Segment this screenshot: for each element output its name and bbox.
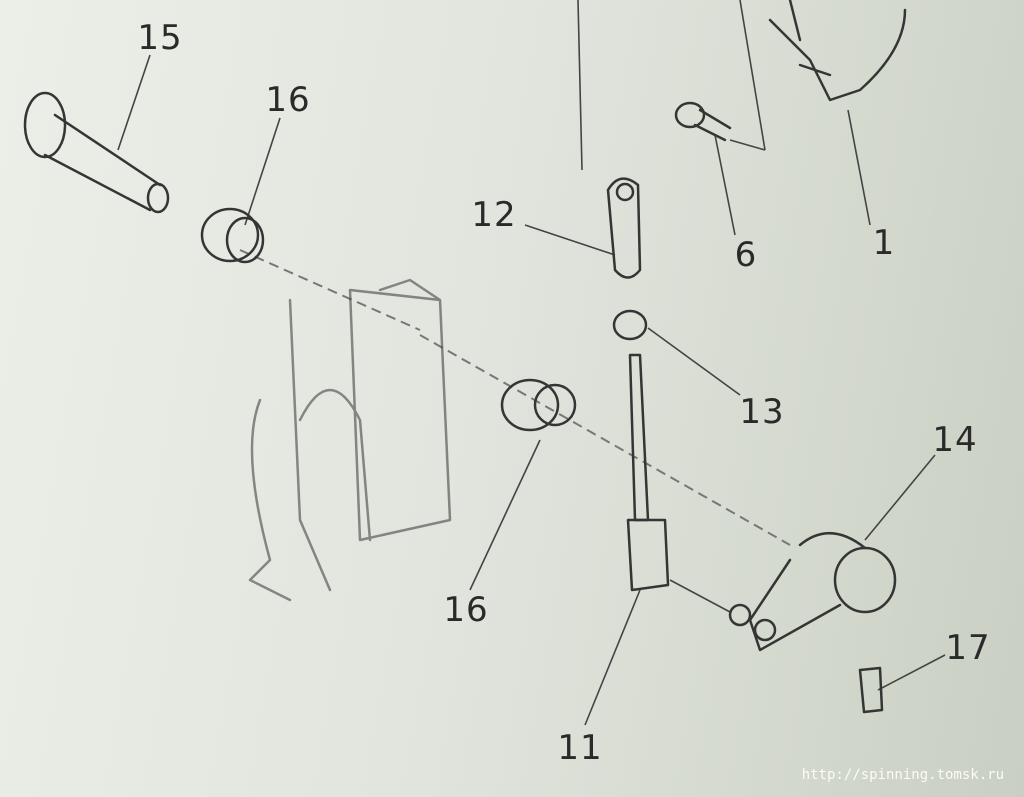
part-14-lever: [728, 531, 897, 652]
part-16-bushing-bottom: [500, 378, 577, 432]
part-13-nut: [612, 309, 648, 341]
label-part-1: 1: [872, 223, 896, 263]
part-15-pin: [23, 91, 170, 214]
part-16-bushing-top: [200, 207, 265, 264]
part-11-rod: [626, 353, 670, 592]
label-part-16-bottom: 16: [443, 590, 489, 630]
label-part-14: 14: [932, 420, 978, 460]
part-12-rod-end: [606, 177, 642, 279]
label-part-11: 11: [557, 728, 603, 768]
label-part-13: 13: [739, 392, 785, 432]
leader-lines: [117, 0, 946, 726]
part-1-linkage: [768, 0, 907, 102]
watermark-url: http://spinning.tomsk.ru: [801, 767, 1004, 783]
part-6-bolt: [674, 101, 732, 142]
frame-bracket: [248, 278, 452, 602]
label-part-12: 12: [471, 195, 517, 235]
part-17-pin: [858, 666, 884, 714]
label-part-15: 15: [137, 18, 183, 58]
label-part-16-top: 16: [265, 80, 311, 120]
label-part-6: 6: [734, 235, 758, 275]
label-part-17: 17: [945, 628, 991, 668]
